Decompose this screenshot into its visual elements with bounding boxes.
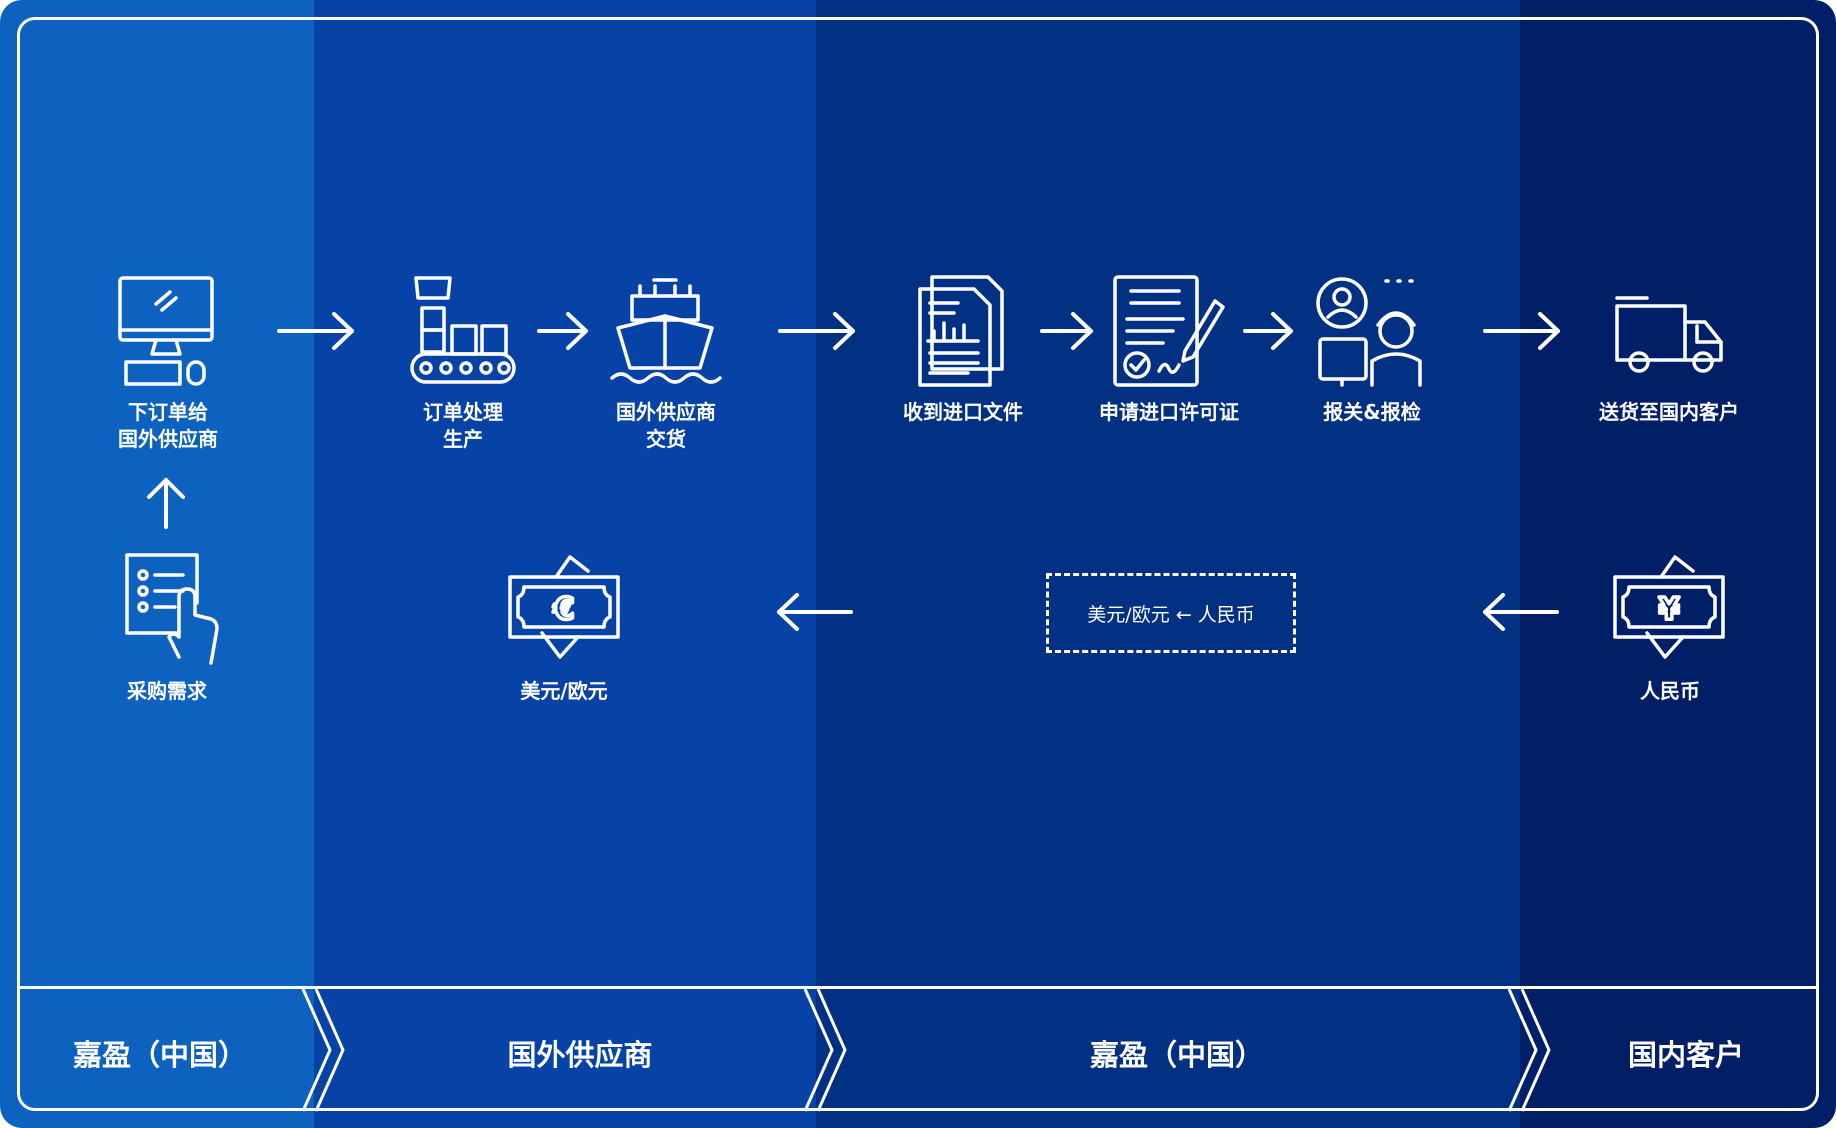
step-label-delivery: 送货至国内客户 [1599,400,1739,424]
divider [17,986,1819,989]
step-label-supplier-delivery: 国外供应商交货 [616,400,716,451]
euro-banknote-icon: € [508,555,620,659]
arrow-left-icon [777,593,853,631]
arrow-right-icon [778,312,855,350]
arrow-right-icon [1243,312,1293,350]
factory-icon [410,276,516,384]
label-purchase-request: 采购需求 [127,679,207,703]
truck-icon [1615,296,1723,373]
computer-icon [118,276,214,386]
currency-exchange-label: 美元/欧元 ← 人民币 [1087,603,1255,626]
checklist-hand-icon [125,553,219,665]
customs-officer-icon [1316,277,1422,387]
label-rmb: 人民币 [1640,679,1700,703]
ship-icon [610,278,722,384]
contract-icon [1113,275,1225,387]
currency-exchange-box: 美元/欧元 ← 人民币 [1046,573,1296,653]
arrow-right-icon [1483,312,1560,350]
label-usd-eur: 美元/欧元 [520,679,608,703]
step-label-place-order: 下订单给国外供应商 [118,400,218,451]
step-label-customs: 报关&报检 [1323,400,1421,424]
arrow-left-icon [1483,593,1559,631]
document-icon [918,275,1004,387]
lane-label-jiaying-1: 嘉盈（中国） [72,1038,248,1072]
lane-jiaying-1 [0,0,314,1128]
yuan-banknote-icon: ¥ [1613,555,1725,659]
svg-text:€: € [553,592,575,627]
step-label-import-license: 申请进口许可证 [1099,400,1239,424]
lane-label-jiaying-2: 嘉盈（中国） [1089,1038,1265,1072]
lane-customer [1520,0,1836,1128]
lane-label-supplier: 国外供应商 [507,1038,653,1072]
arrow-right-icon [277,312,354,350]
arrow-right-icon [537,312,588,350]
lane-jiaying-2 [816,0,1520,1128]
arrow-up-icon [147,478,185,529]
svg-text:¥: ¥ [1659,592,1680,627]
arrow-right-icon [1040,312,1093,350]
step-label-import-documents: 收到进口文件 [903,400,1023,424]
step-label-order-processing: 订单处理生产 [423,400,503,451]
lane-label-customer: 国内客户 [1627,1038,1745,1072]
